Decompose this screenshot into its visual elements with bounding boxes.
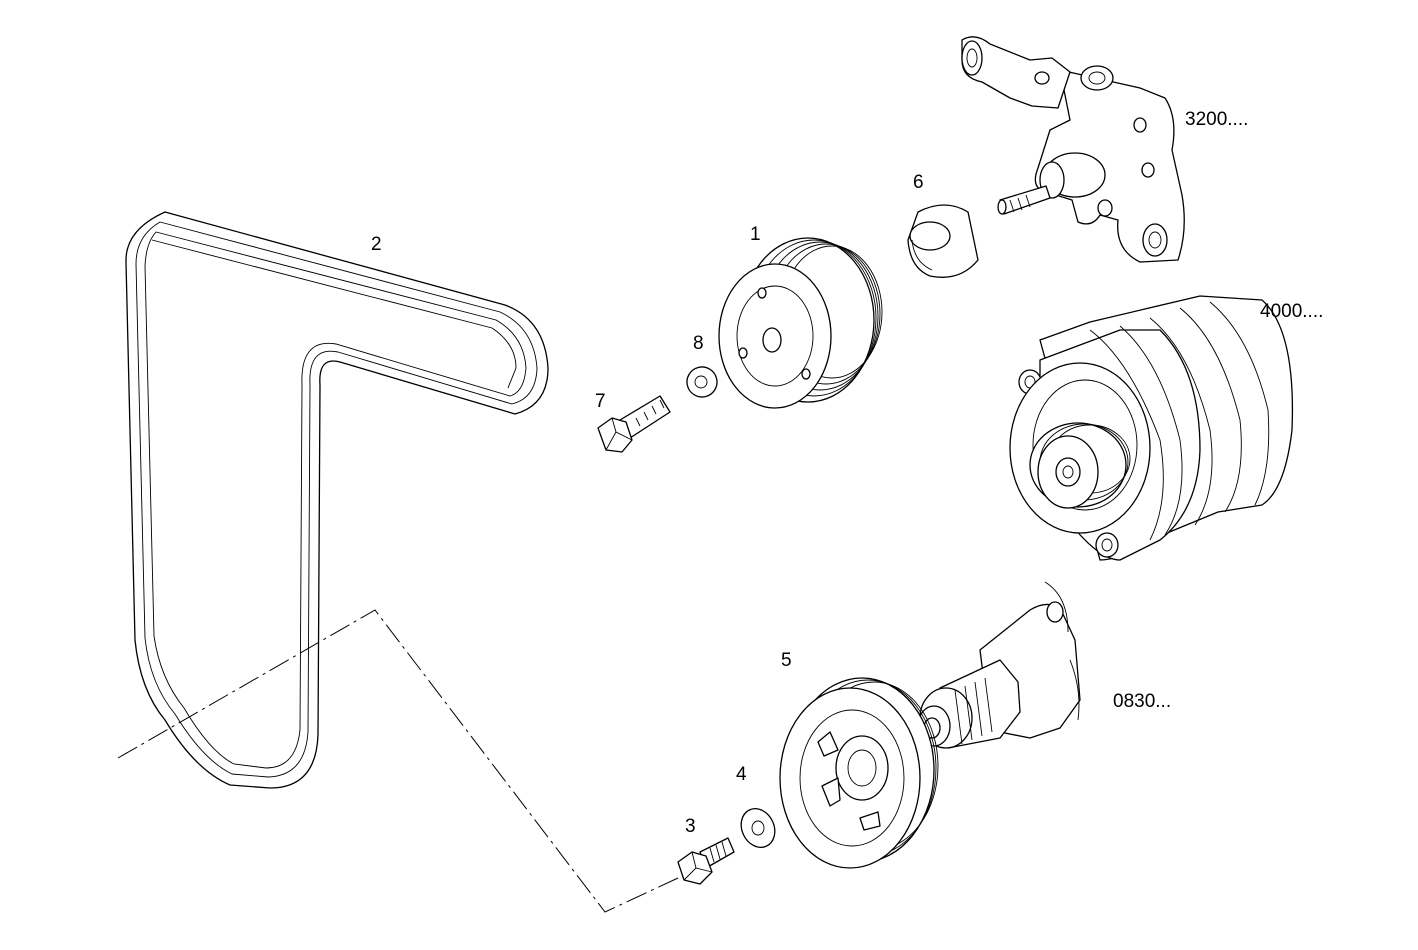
callout-bolt-upper: 7 [595, 391, 606, 412]
callout-washer-lower: 4 [736, 764, 747, 785]
idler-pulley [718, 237, 883, 409]
alternator [1009, 295, 1294, 561]
callout-pulley: 1 [750, 224, 761, 245]
v-belt [125, 211, 549, 789]
washer-lower [740, 808, 776, 848]
bolt-upper [597, 395, 671, 453]
dust-cap [907, 204, 979, 278]
alignment-line [117, 609, 679, 913]
water-pump [961, 36, 1185, 263]
ref-crankshaft: 0830... [1113, 691, 1172, 712]
callout-belt: 2 [371, 234, 382, 255]
washer-upper [686, 366, 718, 398]
ref-water-pump: 3200.... [1185, 109, 1249, 130]
bolt-lower [677, 837, 735, 885]
crankshaft-pulley [779, 677, 939, 869]
callout-cap: 6 [913, 172, 924, 193]
callout-bolt-lower: 3 [685, 816, 696, 837]
ref-alternator: 4000.... [1260, 301, 1324, 322]
callout-crank-pulley: 5 [781, 650, 792, 671]
crankshaft [917, 581, 1081, 749]
callout-washer-upper: 8 [693, 333, 704, 354]
